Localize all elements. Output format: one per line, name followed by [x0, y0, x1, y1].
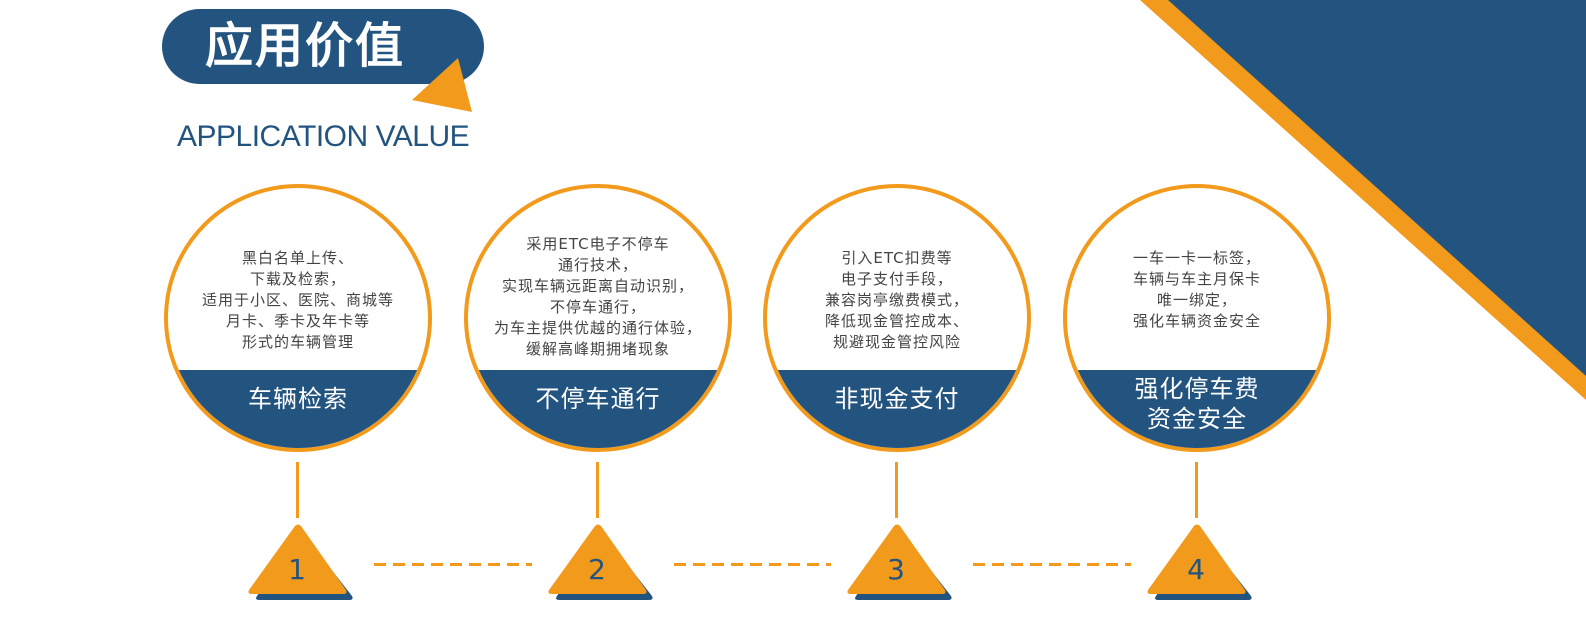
- step-number: 3: [887, 553, 905, 586]
- card-connector-line: [895, 462, 898, 518]
- card-description-line: 缓解高峰期拥堵现象: [525, 340, 670, 358]
- page-subtitle: APPLICATION VALUE: [177, 120, 470, 153]
- card-description-line: 为车主提供优越的通行体验，: [493, 319, 702, 337]
- card-title-band: [168, 370, 428, 448]
- card-title: 非现金支付: [767, 384, 1027, 414]
- step-number: 2: [588, 553, 606, 586]
- card-title: 强化停车费资金安全: [1067, 374, 1327, 434]
- card-title-line: 车辆检索: [248, 385, 348, 413]
- card-description: 引入ETC扣费等电子支付手段， 兼容岗亭缴费模式， 降低现金管控成本、规避现金管控风…: [775, 248, 1019, 353]
- card-title: 不停车通行: [468, 384, 728, 414]
- step-dashed-connector: [674, 563, 831, 566]
- card-description-line: 黑白名单上传、: [241, 249, 354, 267]
- step-badge-1: 1: [244, 524, 356, 604]
- card-description-line: 降低现金管控成本、: [824, 312, 969, 330]
- step-triangle-icon: [548, 524, 653, 600]
- card-description-line: 兼容岗亭缴费模式，: [824, 291, 969, 309]
- card-description-line: 不停车通行，: [549, 298, 646, 316]
- card-description-line: 通行技术，: [557, 256, 638, 274]
- card-title-line: 强化停车费: [1134, 375, 1260, 403]
- card-title-band: [767, 370, 1027, 448]
- title-pointer-triangle: [412, 58, 472, 112]
- card-description-line: 形式的车辆管理: [241, 333, 354, 351]
- card-description-line: 强化车辆资金安全: [1132, 312, 1261, 330]
- card-title: 车辆检索: [168, 384, 428, 414]
- step-number: 4: [1187, 553, 1205, 586]
- card-description-line: 规避现金管控风险: [832, 333, 961, 351]
- step-triangle-icon: [1147, 524, 1252, 600]
- step-badge-2: 2: [544, 524, 656, 604]
- value-card-1: 黑白名单上传、下载及检索， 适用于小区、医院、商城等月卡、季卡及年卡等形式的车辆管…: [164, 184, 432, 452]
- card-description-line: 一车一卡一标签，: [1132, 249, 1261, 267]
- step-number: 1: [288, 553, 306, 586]
- step-badge-3: 3: [843, 524, 955, 604]
- value-card-4: 一车一卡一标签， 车辆与车主月保卡唯一绑定， 强化车辆资金安全强化停车费资金安全: [1063, 184, 1331, 452]
- card-description: 黑白名单上传、下载及检索， 适用于小区、医院、商城等月卡、季卡及年卡等形式的车辆管…: [176, 248, 420, 353]
- page-title: 应用价值: [205, 18, 406, 74]
- card-title-line: 非现金支付: [834, 385, 960, 413]
- card-description-line: 月卡、季卡及年卡等: [225, 312, 370, 330]
- card-description-line: 电子支付手段，: [840, 270, 953, 288]
- step-triangle-icon: [847, 524, 952, 600]
- card-description-line: 采用ETC电子不停车: [526, 235, 670, 253]
- card-title-band: [1067, 370, 1327, 448]
- step-dashed-connector: [374, 563, 532, 566]
- card-description-line: 下载及检索，: [249, 270, 346, 288]
- card-description: 采用ETC电子不停车通行技术， 实现车辆远距离自动识别， 不停车通行， 为车主提供优越…: [476, 234, 720, 360]
- step-triangle-icon: [248, 524, 353, 600]
- card-description-line: 车辆与车主月保卡: [1132, 270, 1261, 288]
- card-description-line: 唯一绑定，: [1156, 291, 1237, 309]
- card-description-line: 实现车辆远距离自动识别，: [501, 277, 694, 295]
- card-connector-line: [296, 462, 299, 518]
- value-card-2: 采用ETC电子不停车通行技术， 实现车辆远距离自动识别， 不停车通行， 为车主提供优越…: [464, 184, 732, 452]
- value-card-3: 引入ETC扣费等电子支付手段， 兼容岗亭缴费模式， 降低现金管控成本、规避现金管控风…: [763, 184, 1031, 452]
- step-dashed-connector: [973, 563, 1131, 566]
- card-connector-line: [596, 462, 599, 518]
- card-description-line: 引入ETC扣费等: [841, 249, 953, 267]
- card-description-line: 适用于小区、医院、商城等: [201, 291, 394, 309]
- card-title-line: 不停车通行: [535, 385, 661, 413]
- card-title-line: 资金安全: [1147, 405, 1247, 433]
- card-description: 一车一卡一标签， 车辆与车主月保卡唯一绑定， 强化车辆资金安全: [1075, 248, 1319, 332]
- card-connector-line: [1195, 462, 1198, 518]
- title-banner: [162, 9, 484, 84]
- card-title-band: [468, 370, 728, 448]
- step-badge-4: 4: [1143, 524, 1255, 604]
